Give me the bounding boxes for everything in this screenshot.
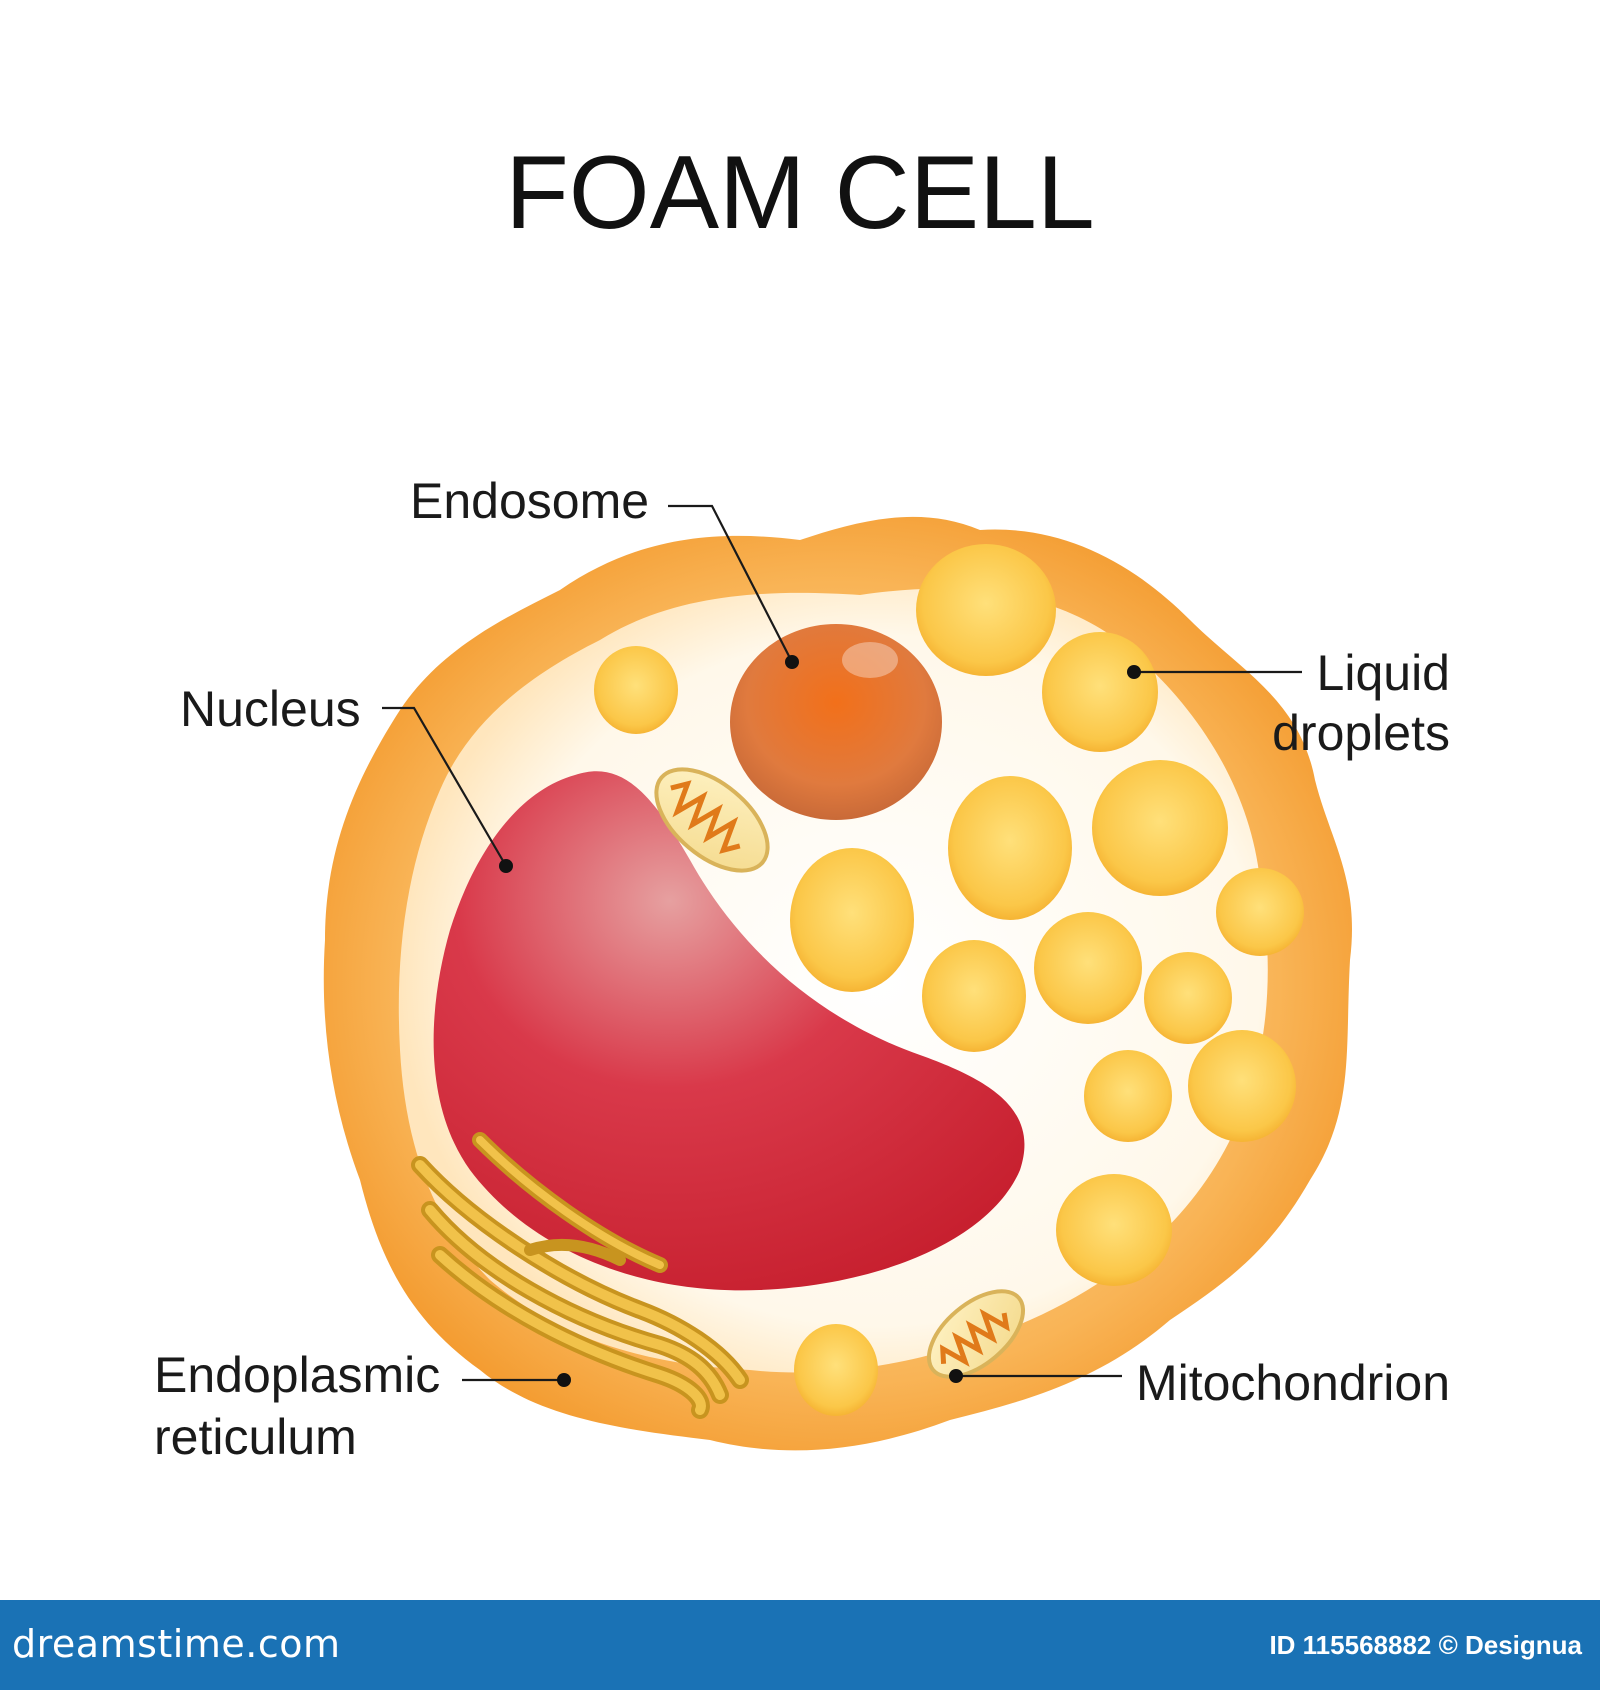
liquid-droplet <box>916 544 1056 676</box>
liquid-droplet <box>1188 1030 1296 1142</box>
stock-footer-bar: dreamstime.com ID 115568882 © Designua <box>0 1600 1600 1690</box>
label-endoplasmic-reticulum-line2: reticulum <box>154 1409 357 1465</box>
foam-cell-diagram: FOAM CELL <box>154 135 1450 1465</box>
label-nucleus: Nucleus <box>180 681 361 737</box>
nucleus <box>433 771 1025 1291</box>
mitochondrion <box>654 767 770 873</box>
liquid-droplet <box>1056 1174 1172 1286</box>
liquid-droplet <box>948 776 1072 920</box>
label-liquid-droplets-line2: droplets <box>1272 705 1450 761</box>
label-endoplasmic-reticulum-line1: Endoplasmic <box>154 1347 440 1403</box>
mitochondrion <box>926 1289 1026 1379</box>
liquid-droplet <box>1034 912 1142 1024</box>
label-endosome: Endosome <box>410 473 649 529</box>
footer-image-id: ID 115568882 © Designua <box>1269 1630 1582 1660</box>
liquid-droplet <box>1144 952 1232 1044</box>
label-leaders <box>382 504 1302 1387</box>
liquid-droplets <box>594 544 1304 1416</box>
endosome-highlight <box>842 642 898 678</box>
liquid-droplet <box>1092 760 1228 896</box>
liquid-droplet <box>922 940 1026 1052</box>
liquid-droplet <box>594 646 678 734</box>
endoplasmic-reticulum <box>411 1132 749 1419</box>
liquid-droplet <box>1084 1050 1172 1142</box>
diagram-title: FOAM CELL <box>505 135 1094 251</box>
liquid-droplet <box>790 848 914 992</box>
endosome <box>730 624 942 820</box>
liquid-droplet <box>1042 632 1158 752</box>
label-liquid-droplets-line1: Liquid <box>1317 645 1450 701</box>
liquid-droplet <box>794 1324 878 1416</box>
liquid-droplet <box>1216 868 1304 956</box>
label-mitochondrion: Mitochondrion <box>1136 1355 1450 1411</box>
footer-site-name: dreamstime.com <box>12 1622 341 1666</box>
